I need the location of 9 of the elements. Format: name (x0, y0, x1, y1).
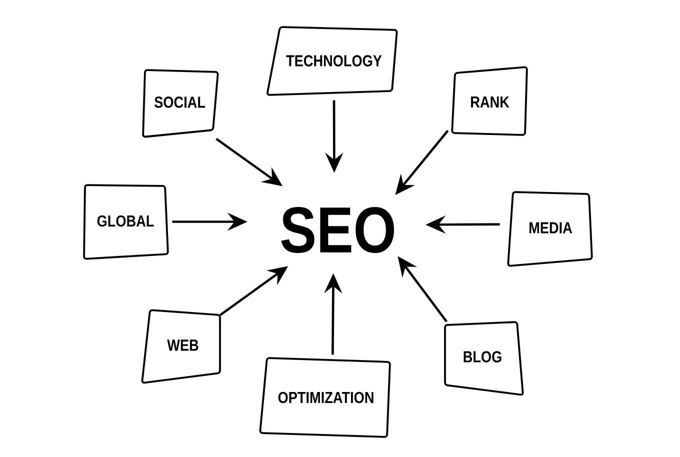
sketch-box: BLOG (444, 321, 524, 396)
sketch-box: SOCIAL (142, 69, 219, 138)
sketch-box: MEDIA (507, 191, 593, 267)
central-word: SEO (281, 206, 394, 253)
sketch-box: WEB (141, 309, 221, 384)
sketch-box: TECHNOLOGY (266, 26, 398, 96)
sketch-box: GLOBAL (83, 184, 169, 260)
sketch-box: OPTIMIZATION (259, 357, 391, 438)
sketch-box: RANK (451, 66, 528, 136)
